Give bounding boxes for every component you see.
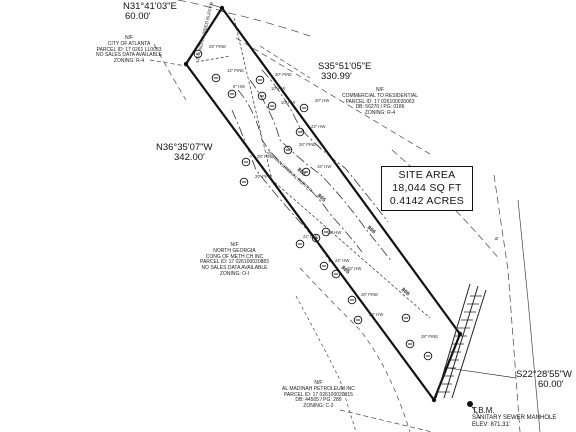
tree-label: 28" PINE xyxy=(257,154,275,159)
tree-label: 30" PINE xyxy=(275,72,293,77)
curb-line-3 xyxy=(451,289,487,399)
parcel-al-madinah: N/F AL MADINAH PETROLEUM INC PARCEL ID: … xyxy=(282,380,355,409)
benchmark-leader xyxy=(469,403,481,419)
south-bearing-leader xyxy=(447,367,517,379)
adjoiner-line-south xyxy=(299,267,411,432)
tree-icon xyxy=(353,315,363,325)
tree-icon xyxy=(241,157,251,167)
tree-label: 25" PINE xyxy=(209,44,227,49)
tree-label: 10" HW xyxy=(281,100,296,105)
tree-label: 18" HW xyxy=(327,230,342,235)
label-leaders xyxy=(209,3,517,379)
tree-icon xyxy=(311,233,321,243)
tree-label: 15" HW xyxy=(317,164,332,169)
tree-icon xyxy=(211,73,221,83)
tree-label: 20" PINE xyxy=(255,174,273,179)
north-arrow-tick xyxy=(209,3,223,9)
tree-icon xyxy=(299,103,309,113)
tree-icon xyxy=(255,75,265,85)
benchmark-elevation: ELEV: 871.31' xyxy=(472,422,510,429)
adjoiner-line-east-2 xyxy=(259,45,311,79)
adjoiner-line-north xyxy=(177,0,311,37)
contour-2 xyxy=(249,79,393,263)
tree-icon xyxy=(321,227,331,237)
tree-icon xyxy=(331,269,341,279)
tree-icon xyxy=(405,339,415,349)
east-line-bearing: S35°51'05"E 330.99' xyxy=(318,61,372,82)
road-line-1 xyxy=(391,149,501,261)
tree-label: 21" HW xyxy=(303,234,318,239)
s-line xyxy=(339,409,433,432)
tree-icon xyxy=(295,127,305,137)
tree-icon xyxy=(227,89,237,99)
site-area-box: SITE AREA 18,044 SQ FT 0.4142 ACRES xyxy=(381,166,473,211)
road-line-3 xyxy=(517,199,541,432)
tree-icon xyxy=(347,295,357,305)
tree-icon xyxy=(295,239,305,249)
tree-label: 28" PINE xyxy=(421,334,439,339)
tree-icon xyxy=(267,101,277,111)
contour-3 xyxy=(261,69,389,223)
boundary-east xyxy=(221,7,461,335)
tree-symbols xyxy=(193,49,433,361)
parcel-commercial-residential: N/F COMMERCIAL TO RESIDENTIAL PARCEL ID:… xyxy=(342,87,419,116)
benchmark-title: T.B.M. xyxy=(472,406,495,415)
adjoiner-line-east xyxy=(235,37,431,155)
tree-icon xyxy=(423,351,433,361)
tree-label: 26" PINE xyxy=(299,142,317,147)
benchmark-marker xyxy=(467,401,481,419)
north-line-bearing: N31°41'03"E 60.00' xyxy=(123,1,177,22)
tree-label: 10" HW xyxy=(271,86,286,91)
tree-icon xyxy=(239,177,249,187)
tree-icon xyxy=(319,261,329,271)
tree-label: 20" HW xyxy=(315,98,330,103)
tree-label: 26" PINE xyxy=(361,292,379,297)
boundary-west xyxy=(185,63,435,401)
adjoiner-line-west xyxy=(153,43,187,101)
tree-label: 8" HW xyxy=(233,84,245,89)
parcel-north-georgia: N/F NORTH GEORGIA CONG OF METH CH INC PA… xyxy=(200,242,269,277)
benchmark-description: SANITARY SEWER MANHOLE xyxy=(472,415,557,422)
tree-label: 15" HW xyxy=(347,266,362,271)
site-area-title: SITE AREA xyxy=(398,169,456,181)
parcel-city-of-atlanta: N/F CITY OF ATLANTA PARCEL ID: 17 0261 L… xyxy=(96,35,163,64)
tree-label: 24" HW xyxy=(369,312,384,317)
site-area-acres: 0.4142 ACRES xyxy=(389,195,465,207)
tree-icon xyxy=(301,167,311,177)
boundary-north xyxy=(185,7,223,65)
road-edge-detail xyxy=(435,283,487,399)
corner-pin-south xyxy=(431,397,437,403)
north-arrow-label: N xyxy=(493,236,501,241)
corner-pins xyxy=(183,5,463,403)
tree-label: 12" PINE xyxy=(227,68,245,73)
site-area-square-feet: 18,044 SQ FT xyxy=(392,182,462,194)
sw-line xyxy=(295,295,357,432)
corner-pin-east xyxy=(457,331,463,337)
road-line-2 xyxy=(493,174,521,432)
tree-icon xyxy=(193,49,203,59)
adjoiner-line-northwest xyxy=(149,59,187,67)
curb-hatch xyxy=(438,295,482,393)
property-boundary xyxy=(185,7,462,401)
curb-line-2 xyxy=(443,285,479,399)
west-line-bearing: N36°35'07"W 342.00' xyxy=(156,142,213,163)
south-line-bearing: S22°28'55"W 60.00' xyxy=(516,369,572,390)
curb-line-1 xyxy=(435,283,471,399)
tree-label: 24" HW xyxy=(335,258,350,263)
benchmark-label: T.B.M. SANITARY SEWER MANHOLE ELEV: 871.… xyxy=(472,406,556,429)
undisturbed-buffer-line xyxy=(195,55,231,63)
tree-icon xyxy=(401,313,411,323)
tree-icon xyxy=(283,145,293,155)
contour-1 xyxy=(237,89,363,253)
tree-icon xyxy=(257,91,267,101)
tree-label: 22" HW xyxy=(311,124,326,129)
corner-pin-west xyxy=(183,61,189,67)
